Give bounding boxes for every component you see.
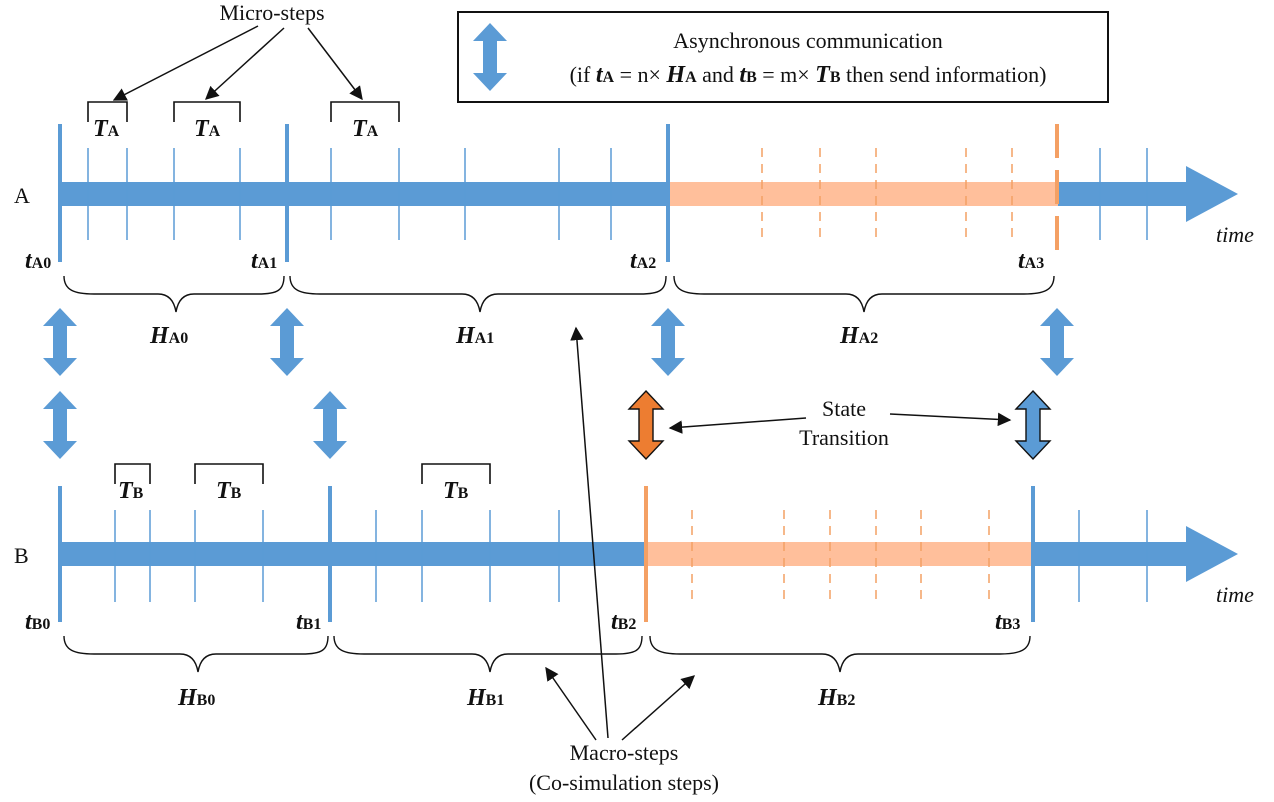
micro-steps-annotation: Micro-steps	[112, 0, 363, 101]
macro-steps-label-line1: Macro-steps	[570, 740, 679, 765]
legend-title: Asynchronous communication	[673, 28, 942, 53]
timeline-a-micro-label: TA	[93, 116, 120, 142]
state-transition-annotation: State Transition	[668, 396, 1012, 450]
timeline-a-step-label: HA1	[455, 323, 494, 349]
timeline-a-step-label: HA0	[149, 323, 188, 349]
timeline-a-micro-bracket	[87, 101, 128, 122]
timeline-a-arrowhead	[1186, 166, 1238, 222]
timeline-b-step-label: HB2	[817, 685, 855, 711]
macro-steps-annotation: Macro-steps (Co-simulation steps)	[529, 326, 719, 795]
timeline-a-micro-label: TA	[352, 116, 379, 142]
timeline-b: B time tB0 tB1 tB2 tB3 TB TB TB HB0 HB1 …	[14, 463, 1254, 711]
legend-double-arrow-icon	[473, 23, 507, 91]
micro-steps-pointer	[112, 25, 259, 101]
timeline-b-band-end	[1035, 542, 1188, 566]
state-transition-arrow-icon	[1014, 389, 1052, 461]
sync-double-arrow-icon	[313, 391, 347, 459]
timeline-a-state-band	[670, 182, 1058, 206]
timeline-a-band	[58, 182, 670, 206]
timeline-a-step-brace	[289, 275, 667, 313]
legend-box	[457, 11, 1109, 103]
timeline-b-arrowhead	[1186, 526, 1238, 582]
timeline-b-time-label: time	[1216, 582, 1254, 607]
sync-double-arrow-icon	[43, 308, 77, 376]
state-transition-arrow-icon	[627, 389, 665, 461]
macro-steps-pointer	[545, 666, 597, 741]
timeline-a-band-end	[1058, 182, 1188, 206]
state-transition-pointer	[668, 417, 807, 434]
micro-steps-pointer	[205, 27, 285, 100]
timeline-b-state-band	[645, 542, 1035, 566]
timeline-a-label: A	[14, 183, 30, 208]
timeline-b-micro-bracket	[421, 463, 491, 484]
timeline-a-macro-label: tA1	[251, 248, 277, 274]
micro-steps-label: Micro-steps	[219, 0, 324, 25]
timeline-b-step-label: HB0	[177, 685, 215, 711]
timeline-a-macro-label: tA0	[25, 248, 51, 274]
macro-steps-label-line2: (Co-simulation steps)	[529, 770, 719, 795]
timeline-b-micro-bracket	[194, 463, 264, 484]
timeline-a-step-brace	[673, 275, 1055, 313]
timeline-b-step-brace	[649, 635, 1031, 673]
micro-steps-pointer	[307, 27, 363, 101]
timeline-a-time-label: time	[1216, 222, 1254, 247]
timeline-b-step-label: HB1	[466, 685, 504, 711]
state-transition-label-line1: State	[822, 396, 866, 421]
communication-arrows	[43, 308, 1074, 461]
timeline-b-macro-label: tB3	[995, 609, 1020, 635]
timeline-b-macro-label: tB1	[296, 609, 321, 635]
timeline-b-micro-label: TB	[216, 478, 242, 504]
timeline-a-micro-bracket	[173, 101, 241, 122]
timeline-a-step-label: HA2	[839, 323, 878, 349]
timeline-b-macro-label: tB0	[25, 609, 50, 635]
timeline-b-step-brace	[63, 635, 329, 673]
timeline-a-micro-bracket	[330, 101, 400, 122]
timeline-a: A time tA0 tA1 tA2 tA3 TA TA TA HA0 HA1 …	[14, 101, 1254, 349]
timeline-a-macro-label: tA3	[1018, 248, 1044, 274]
timeline-b-macro-label: tB2	[611, 609, 636, 635]
sync-double-arrow-icon	[270, 308, 304, 376]
sync-double-arrow-icon	[1040, 308, 1074, 376]
timeline-b-band	[58, 542, 645, 566]
sync-double-arrow-icon	[43, 391, 77, 459]
timeline-b-micro-label: TB	[118, 478, 144, 504]
legend: Asynchronous communication (if tA = n× H…	[457, 11, 1109, 103]
timeline-b-label: B	[14, 543, 29, 568]
state-transition-pointer	[889, 412, 1012, 427]
timeline-b-micro-label: TB	[443, 478, 469, 504]
timeline-b-micro-bracket	[114, 463, 151, 484]
sync-double-arrow-icon	[651, 308, 685, 376]
legend-condition: (if tA = n× HA and tB = m× TB then send …	[570, 62, 1047, 88]
timeline-a-macro-label: tA2	[630, 248, 656, 274]
timeline-a-micro-label: TA	[194, 116, 221, 142]
timeline-a-step-brace	[63, 275, 285, 313]
macro-steps-pointer	[570, 326, 609, 739]
macro-steps-pointer	[621, 675, 696, 741]
timeline-b-step-brace	[333, 635, 643, 673]
state-transition-label-line2: Transition	[799, 425, 889, 450]
